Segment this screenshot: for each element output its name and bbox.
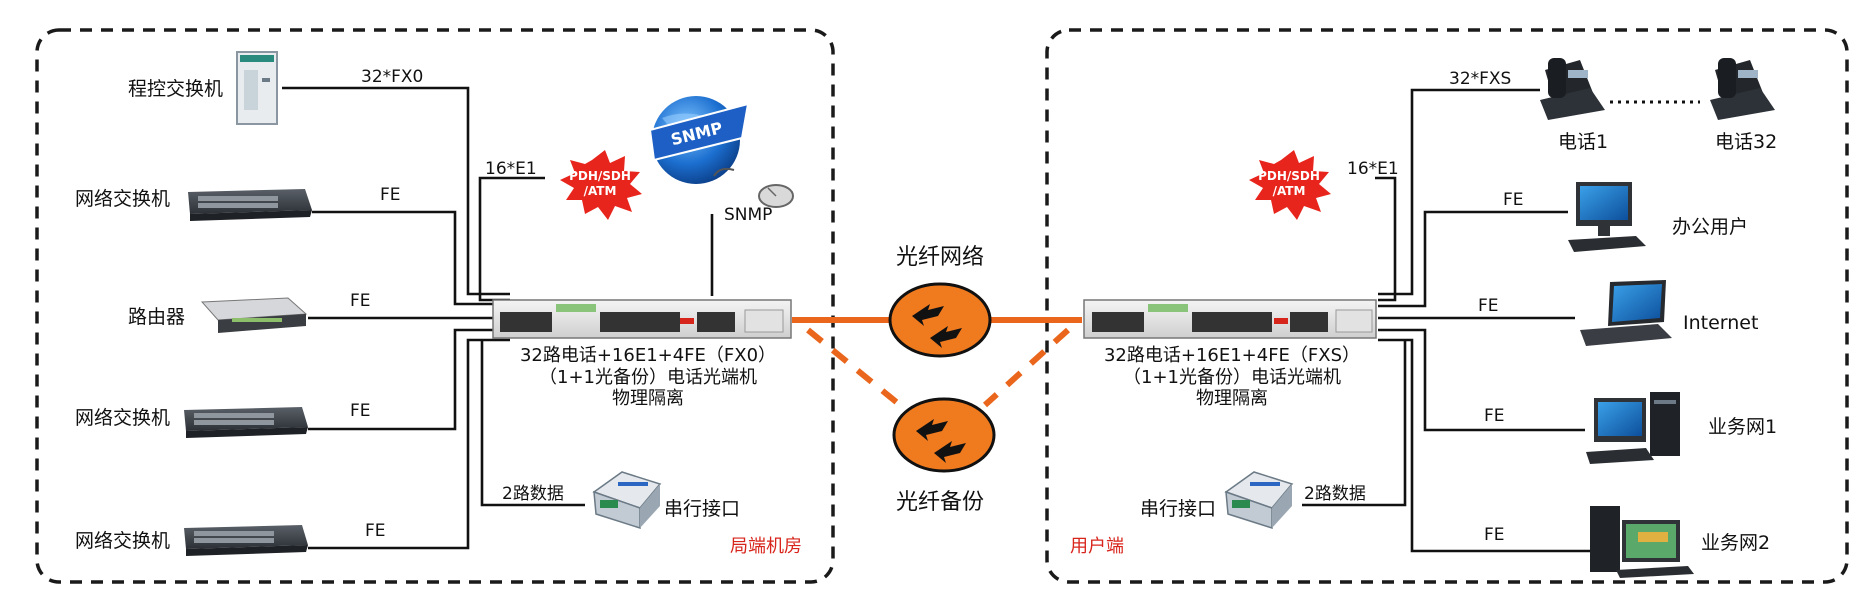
network-switch-icon — [184, 525, 308, 556]
svg-text:PDH/SDH: PDH/SDH — [569, 169, 631, 183]
router-label: 路由器 — [128, 306, 185, 328]
biz1-label: 业务网1 — [1708, 416, 1777, 438]
internet-label: Internet — [1683, 312, 1758, 334]
biz2-label: 业务网2 — [1701, 532, 1770, 554]
svg-text:（1+1光备份）电话光端机: （1+1光备份）电话光端机 — [1123, 367, 1341, 388]
switch1-label: 网络交换机 — [75, 188, 170, 210]
phones-link-label: 32*FXS — [1449, 69, 1511, 89]
mouse-icon — [713, 167, 794, 208]
right-terminal-caption: 32路电话+16E1+4FE（FXS） （1+1光备份）电话光端机 物理隔离 — [1104, 345, 1360, 409]
right-pdh-badge: PDH/SDH /ATM — [1249, 150, 1331, 220]
right-e1-link-label: 16*E1 — [1347, 159, 1399, 179]
left-e1-link-label: 16*E1 — [485, 159, 537, 179]
svg-text:（1+1光备份）电话光端机: （1+1光备份）电话光端机 — [539, 367, 757, 388]
right-wires — [1302, 88, 1700, 553]
serial-converter-icon — [592, 471, 662, 530]
fiber-backup-icon — [892, 397, 996, 473]
right-serial-data-label: 2路数据 — [1304, 484, 1366, 504]
office-link-label: FE — [1503, 190, 1524, 210]
office-monitor-icon — [1568, 182, 1646, 252]
left-wires — [282, 86, 714, 550]
user-side-label: 用户端 — [1070, 536, 1124, 557]
phone32-label: 电话32 — [1715, 131, 1777, 153]
router-link-label: FE — [350, 291, 371, 311]
fiber-network-icon — [888, 282, 992, 358]
workstation-icon — [1590, 506, 1694, 578]
serial-converter-icon — [1224, 471, 1294, 530]
pbx-label: 程控交换机 — [128, 78, 223, 100]
pbx-cabinet-icon — [236, 51, 278, 125]
svg-text:/ATM: /ATM — [1273, 184, 1306, 198]
left-pdh-badge: PDH/SDH /ATM — [560, 150, 642, 220]
switch3-link-label: FE — [365, 521, 386, 541]
switch2-link-label: FE — [350, 401, 371, 421]
svg-text:/ATM: /ATM — [584, 184, 617, 198]
phone1-label: 电话1 — [1558, 131, 1608, 153]
pbx-link-label: 32*FX0 — [361, 67, 423, 87]
snmp-globe-icon: SNMP — [648, 96, 750, 184]
internet-link-label: FE — [1478, 296, 1499, 316]
svg-text:PDH/SDH: PDH/SDH — [1258, 169, 1320, 183]
svg-text:32路电话+16E1+4FE（FXS）: 32路电话+16E1+4FE（FXS） — [1104, 345, 1360, 366]
user-side-box — [1045, 28, 1849, 584]
left-serial-label: 串行接口 — [664, 498, 740, 520]
central-office-label: 局端机房 — [730, 536, 802, 557]
svg-text:32路电话+16E1+4FE（FX0）: 32路电话+16E1+4FE（FX0） — [520, 345, 776, 366]
desk-phone-icon — [1540, 58, 1605, 120]
network-switch-icon — [188, 189, 312, 221]
biz1-link-label: FE — [1484, 406, 1505, 426]
left-serial-data-label: 2路数据 — [502, 484, 564, 504]
laptop-icon — [1580, 280, 1672, 346]
switch3-label: 网络交换机 — [75, 530, 170, 552]
svg-text:物理隔离: 物理隔离 — [612, 388, 684, 409]
desk-phone-icon — [1710, 58, 1775, 120]
right-optical-terminal — [1083, 299, 1377, 339]
svg-text:物理隔离: 物理隔离 — [1196, 388, 1268, 409]
desktop-pc-icon — [1586, 392, 1680, 464]
office-label: 办公用户 — [1672, 216, 1748, 238]
right-serial-label: 串行接口 — [1140, 498, 1216, 520]
snmp-link-label: SNMP — [724, 205, 772, 225]
left-optical-terminal — [492, 299, 792, 339]
biz2-link-label: FE — [1484, 525, 1505, 545]
central-office-box — [35, 28, 835, 584]
router-icon — [200, 297, 308, 333]
network-switch-icon — [184, 407, 308, 438]
fiber-network-label: 光纤网络 — [896, 245, 984, 270]
left-terminal-caption: 32路电话+16E1+4FE（FX0） （1+1光备份）电话光端机 物理隔离 — [520, 345, 776, 409]
switch2-label: 网络交换机 — [75, 407, 170, 429]
fiber-backup-label: 光纤备份 — [896, 490, 984, 515]
switch1-link-label: FE — [380, 185, 401, 205]
